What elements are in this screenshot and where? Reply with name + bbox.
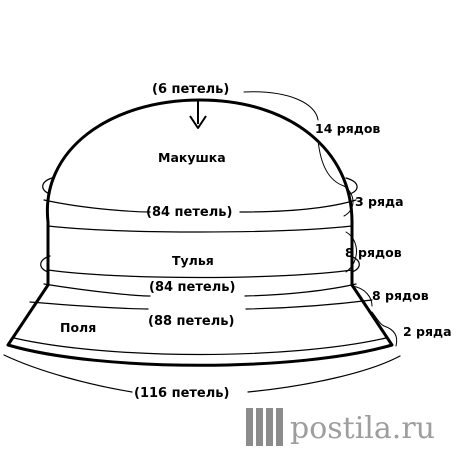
edge-rows-bracket (383, 325, 398, 347)
band-rows-bracket (345, 231, 357, 273)
brim-outline (6, 283, 394, 367)
crown-base-count: (84 петель) (146, 205, 232, 220)
brim-edge-rows-label: 2 ряда (403, 324, 452, 339)
crown-rows-label: 14 рядов (315, 121, 380, 136)
brim-bottom-line (3, 354, 401, 393)
crown-rows-bracket (243, 91, 345, 187)
band-ring-left (40, 255, 51, 273)
crown-ring-left (42, 177, 53, 195)
crown-top-count: (6 петель) (152, 82, 229, 97)
crown-label: Макушка (158, 150, 226, 165)
crown-ring-right (345, 177, 358, 195)
crown-outline (45, 98, 354, 224)
band-label: Тулья (172, 253, 214, 268)
brim-rows-label: 8 рядов (372, 288, 429, 303)
band-top-line (47, 225, 353, 233)
crown-base-line (43, 199, 357, 213)
brim-label: Поля (60, 320, 96, 335)
brim-bottom-count: (116 петель) (134, 386, 229, 401)
band-top-rows-label: 3 ряда (355, 194, 404, 209)
band-base-count: (84 петель) (149, 280, 235, 295)
band-ring-right (349, 255, 360, 273)
brim-top-count: (88 петель) (148, 314, 234, 329)
brim-inner-line (29, 299, 373, 310)
crown-arrow-head (189, 115, 207, 129)
band-base-line (47, 269, 353, 279)
postila-logo-icon (246, 408, 283, 446)
brim-edge-line (13, 337, 387, 356)
watermark-text: postila.ru (290, 411, 435, 446)
band-lower-line (43, 283, 357, 297)
brim-rows-bracket (351, 285, 385, 327)
band-top-rows-bracket (343, 185, 354, 217)
band-rows-label: 8 рядов (345, 245, 402, 260)
